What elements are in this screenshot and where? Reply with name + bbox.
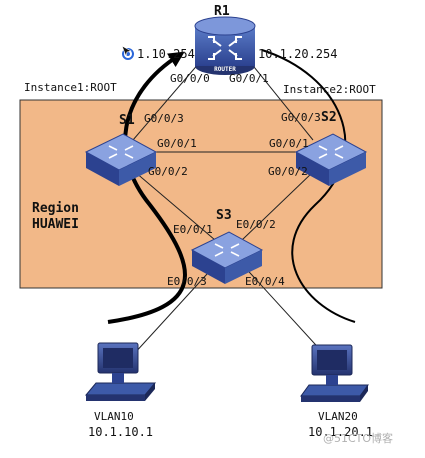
s2-port-left: G0/0/1: [269, 137, 309, 150]
router-r1: ROUTER: [194, 16, 256, 75]
switch-arrows-icon: [214, 243, 240, 257]
switch-arrows-icon: [318, 145, 344, 159]
router-badge-label: ROUTER: [214, 66, 236, 73]
s2-port-up: G0/0/3: [281, 111, 321, 124]
switch-s3: [190, 231, 264, 284]
cursor-icon: [121, 45, 134, 60]
instance1-path-arrow: [107, 51, 187, 324]
s3-port-dl: E0/0/3: [167, 275, 207, 288]
r1-port-right: G0/0/1: [229, 72, 269, 85]
watermark-text: @51CTO博客: [323, 431, 393, 445]
pc-left-ip: 10.1.10.1: [88, 425, 153, 439]
s3-port-dr: E0/0/4: [245, 275, 285, 288]
s1-port-up: G0/0/3: [144, 112, 184, 125]
pc-right: [300, 344, 369, 402]
link-r1-s1: [132, 61, 201, 141]
pc-right-ip: 10.1.20.1: [308, 425, 373, 439]
instance2-label: Instance2:ROOT: [283, 83, 376, 96]
s2-name-label: S2: [321, 110, 337, 125]
r1-ip-right: 10.1.20.254: [258, 47, 337, 61]
pc-right-vlan: VLAN20: [318, 410, 358, 423]
link-s3-pc-right: [239, 261, 326, 356]
pc-left-vlan: VLAN10: [94, 410, 134, 423]
s3-name-label: S3: [216, 208, 232, 223]
region-label-line1: Region: [32, 201, 79, 216]
switch-s2: [294, 133, 368, 186]
s1-name-label: S1: [119, 113, 135, 128]
r1-name-label: R1: [214, 4, 230, 19]
r1-port-left: G0/0/0: [170, 72, 210, 85]
link-s3-pc-left: [132, 261, 219, 356]
switch-arrows-icon: [108, 145, 134, 159]
instance2-path-arrow: [261, 49, 356, 323]
switch-s1: [84, 133, 158, 186]
s3-port-ur: E0/0/2: [236, 218, 276, 231]
s3-port-ul: E0/0/1: [173, 223, 213, 236]
r1-ip-left: 1.10.254: [137, 47, 195, 61]
pc-left: [84, 342, 157, 401]
link-s2-s3: [241, 171, 314, 241]
link-r1-s2: [249, 61, 314, 141]
s1-port-down: G0/0/2: [148, 165, 188, 178]
instance1-label: Instance1:ROOT: [24, 81, 117, 94]
router-arrows-icon: [208, 36, 242, 60]
links: [132, 61, 326, 356]
s2-port-down: G0/0/2: [268, 165, 308, 178]
s1-port-right: G0/0/1: [157, 137, 197, 150]
region-label-line2: HUAWEI: [32, 217, 79, 232]
link-s1-s3: [134, 171, 216, 241]
